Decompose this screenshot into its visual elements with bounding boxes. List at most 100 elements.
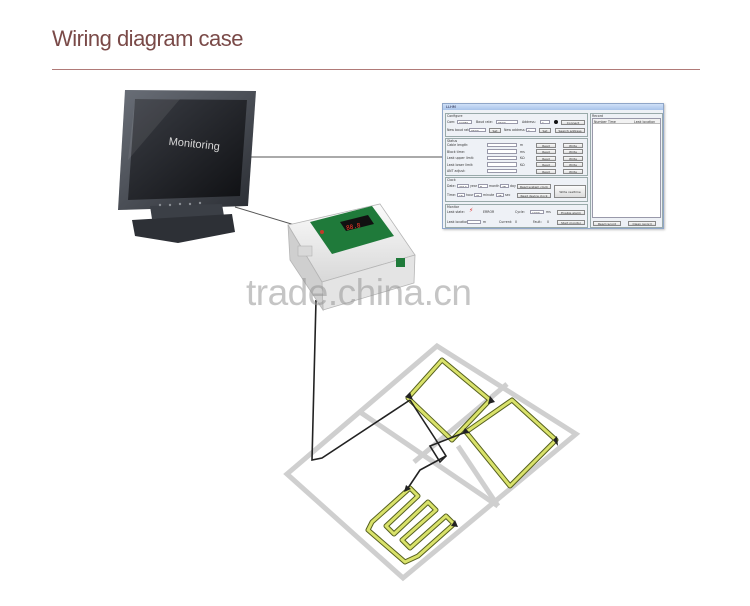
hour-unit: hour — [466, 193, 474, 197]
alarm-flag-icon: ⚡ — [469, 207, 474, 214]
leak-lower-limit-read-button[interactable]: Read — [536, 162, 556, 167]
day-input[interactable]: 28 — [500, 183, 509, 188]
ant-adjust-read-button[interactable]: Read — [536, 168, 556, 174]
software-window: LLHM Configure Com: COM3 Baud rate: 9600… — [442, 103, 664, 229]
start-monitor-button[interactable]: Start monitor — [557, 219, 585, 225]
monitor-icon: Monitoring — [118, 90, 256, 243]
leak-lower-limit-unit: KΩ — [520, 162, 525, 167]
new-address-label: New address: — [504, 128, 526, 132]
leak-upper-limit-write-button[interactable]: Write — [563, 155, 583, 161]
sensing-wire — [311, 299, 467, 489]
window-titlebar: LLHM — [443, 104, 663, 110]
second-input[interactable]: 25 — [496, 192, 504, 197]
current-label: Current: — [499, 220, 513, 224]
com-label: Com: — [447, 120, 456, 124]
search-address-button[interactable]: Search address — [555, 127, 585, 133]
configure-section-label: Configure — [447, 114, 463, 118]
status-panel — [445, 138, 588, 176]
monitor-section-label: Monitor — [447, 204, 460, 209]
leak-location-input[interactable] — [467, 219, 481, 224]
baud-rate-label: Baud rate: — [476, 120, 493, 124]
time-label: Time: — [447, 193, 456, 197]
fault-value: 0 — [547, 220, 550, 224]
clock-panel — [445, 177, 588, 202]
record-column-time: Time — [608, 119, 616, 124]
cycle-input[interactable]: 1000 — [530, 209, 544, 214]
leak-state-label: Leak state: — [447, 210, 465, 214]
new-baud-rate-select[interactable]: 9600 — [469, 127, 486, 132]
read-system-clock-button[interactable]: Read system clock — [517, 183, 551, 189]
fault-label: Fault: — [533, 220, 542, 224]
leak-lower-limit-label: Leak lower limit: — [447, 162, 474, 167]
block-time-label: Block time: — [447, 149, 465, 154]
second-unit: sec — [505, 193, 511, 197]
title-divider — [52, 69, 700, 70]
monitor-panel — [445, 204, 588, 228]
ant-adjust-label: ANT adjust: — [447, 169, 466, 173]
hour-input[interactable]: 16 — [457, 192, 465, 197]
cycle-unit: ms — [546, 210, 551, 214]
record-column-number: Number — [594, 119, 607, 124]
minute-input[interactable]: 31 — [474, 192, 482, 197]
leak-lower-limit-input[interactable] — [487, 162, 517, 167]
block-time-write-button[interactable]: Write — [563, 149, 583, 154]
minute-unit: minute — [483, 193, 495, 197]
new-address-input[interactable]: 1 — [526, 127, 536, 132]
leak-upper-limit-input[interactable] — [487, 155, 517, 160]
set-address-button[interactable]: Set — [539, 127, 551, 133]
connection-status-icon — [554, 120, 558, 124]
floor-plan — [283, 342, 581, 582]
month-unit: month — [489, 184, 500, 188]
leak-state-value: ERROR — [483, 210, 495, 214]
watermark: trade.china.cn — [246, 272, 472, 313]
leak-location-label: Leak location: — [447, 220, 470, 224]
leak-lower-limit-write-button[interactable]: Write — [563, 162, 583, 167]
current-value: 0 — [515, 220, 518, 224]
status-section-label: Status — [447, 138, 458, 143]
cable-length-write-button[interactable]: Write — [563, 142, 583, 148]
record-list-header: Number Time Leak location — [593, 119, 660, 124]
ant-adjust-input[interactable] — [487, 168, 517, 173]
write-realtime-button[interactable]: Write realtime — [554, 185, 586, 198]
record-column-location: Leak location — [634, 119, 656, 124]
address-input[interactable]: 1 — [540, 119, 550, 124]
read-record-button[interactable]: Read record — [593, 221, 621, 226]
junction-markers — [404, 392, 558, 527]
cable-length-input[interactable] — [487, 142, 517, 147]
cable-length-label: Cable length: — [447, 143, 469, 147]
leak-upper-limit-label: Leak upper limit: — [447, 156, 474, 160]
controller-device: 88.8 — [287, 203, 416, 312]
window-title: LLHM — [446, 105, 456, 109]
block-time-unit: ms — [520, 149, 525, 154]
record-section-label: Record — [592, 113, 604, 118]
ant-adjust-write-button[interactable]: Write — [563, 168, 583, 174]
month-input[interactable]: 8 — [478, 183, 488, 188]
day-unit: day — [510, 184, 516, 188]
leak-location-unit: m — [483, 220, 487, 224]
monitor-screen-text: Monitoring — [168, 136, 220, 153]
com-select[interactable]: COM3 — [457, 119, 472, 124]
cable-length-read-button[interactable]: Read — [536, 142, 556, 148]
block-time-read-button[interactable]: Read — [536, 149, 556, 154]
connect-button[interactable]: Connect — [561, 119, 585, 125]
cycle-label: Cycle: — [515, 210, 525, 214]
address-label: Address: — [522, 120, 536, 124]
record-panel — [590, 113, 663, 228]
leak-upper-limit-unit: KΩ — [520, 156, 525, 160]
year-unit: year — [470, 184, 478, 188]
read-device-clock-button[interactable]: Read device clock — [517, 192, 551, 198]
block-time-input[interactable] — [487, 149, 517, 154]
set-baud-button[interactable]: Set — [489, 127, 501, 133]
clock-section-label: Clock — [447, 177, 456, 182]
leak-upper-limit-read-button[interactable]: Read — [536, 155, 556, 161]
controller-display: 88.8 — [346, 222, 362, 232]
date-label: Date: — [447, 184, 456, 188]
baud-rate-select[interactable]: 9600 — [496, 119, 518, 124]
record-list[interactable]: Number Time Leak location — [592, 118, 661, 218]
enable-alarm-button[interactable]: Enable alarm — [557, 209, 585, 215]
configure-panel — [445, 113, 588, 137]
year-input[interactable]: 2014 — [457, 183, 469, 188]
heating-cable-zone-bottom — [365, 485, 457, 565]
clean-record-button[interactable]: Clean record — [628, 221, 656, 226]
